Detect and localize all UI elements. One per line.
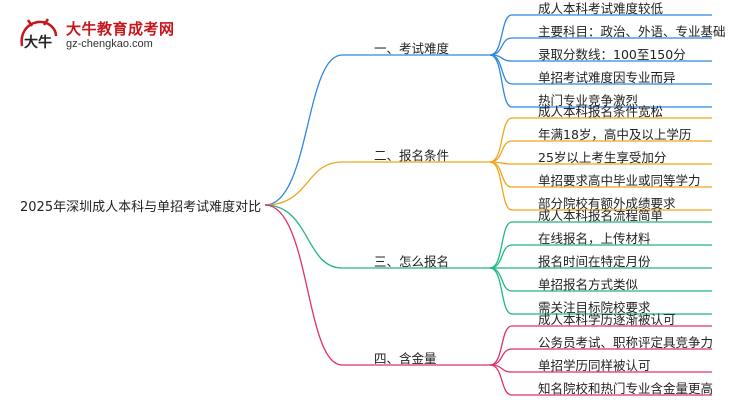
bull-logo-icon: 大牛 <box>20 18 58 51</box>
leaf-label: 成人本科考试难度较低 <box>538 1 664 16</box>
branch-leaf-connector <box>489 325 513 366</box>
logo-mark-text: 大牛 <box>24 34 52 51</box>
leaf-label: 25岁以上考生享受加分 <box>538 150 667 165</box>
branch-leaf-connector <box>489 267 513 315</box>
leaf-label: 部分院校有额外成绩要求 <box>538 196 676 211</box>
branch-leaf-connector <box>489 348 513 366</box>
leaf-label: 年满18岁，高中及以上学历 <box>538 127 692 142</box>
branch-label: 三、怎么报名 <box>374 254 450 269</box>
branch-leaf-connector <box>489 14 513 56</box>
branch-leaf-connector <box>489 364 513 396</box>
leaf-label: 单招考试难度因专业而异 <box>538 70 676 85</box>
logo-title: 大牛教育成考网 <box>66 20 175 38</box>
leaf-label: 单招学历同样被认可 <box>538 358 651 373</box>
leaf-label: 成人本科报名流程简单 <box>538 208 664 223</box>
leaf-label: 需关注目标院校要求 <box>538 300 651 315</box>
branch-leaf-connector <box>489 244 513 269</box>
branch-leaf-connector <box>489 54 513 108</box>
leaf-label: 单招报名方式类似 <box>538 277 639 292</box>
leaf-label: 录取分数线：100至150分 <box>538 47 686 62</box>
branch-leaf-connector <box>489 117 513 163</box>
site-logo[interactable]: 大牛 大牛教育成考网 gz-chengkao.com <box>16 16 236 56</box>
root-branch-connector <box>264 204 343 366</box>
branch-leaf-connector <box>489 161 513 211</box>
branch-label: 一、考试难度 <box>374 41 450 56</box>
leaf-label: 知名院校和热门专业含金量更高 <box>538 381 714 396</box>
leaf-label: 热门专业竞争激烈 <box>538 93 639 108</box>
leaf-label: 在线报名，上传材料 <box>538 231 651 246</box>
root-topic: 2025年深圳成人本科与单招考试难度对比 <box>20 200 262 215</box>
leaf-label: 单招要求高中毕业或同等学力 <box>538 173 701 188</box>
root-branch-connector <box>264 54 343 206</box>
branch-leaf-connector <box>489 221 513 269</box>
leaf-label: 报名时间在特定月份 <box>538 254 651 269</box>
leaf-label: 主要科目：政治、外语、专业基础 <box>538 24 726 39</box>
leaf-label: 成人本科报名条件宽松 <box>538 104 664 119</box>
logo-url: gz-chengkao.com <box>66 38 153 50</box>
branch-label: 四、含金量 <box>374 351 437 366</box>
root-branch-connector <box>264 161 343 206</box>
leaf-label: 成人本科学历逐渐被认可 <box>538 312 676 327</box>
branch-label: 二、报名条件 <box>374 148 450 163</box>
root-branch-connector <box>264 204 343 269</box>
leaf-label: 公务员考试、职称评定具竞争力 <box>538 335 714 350</box>
